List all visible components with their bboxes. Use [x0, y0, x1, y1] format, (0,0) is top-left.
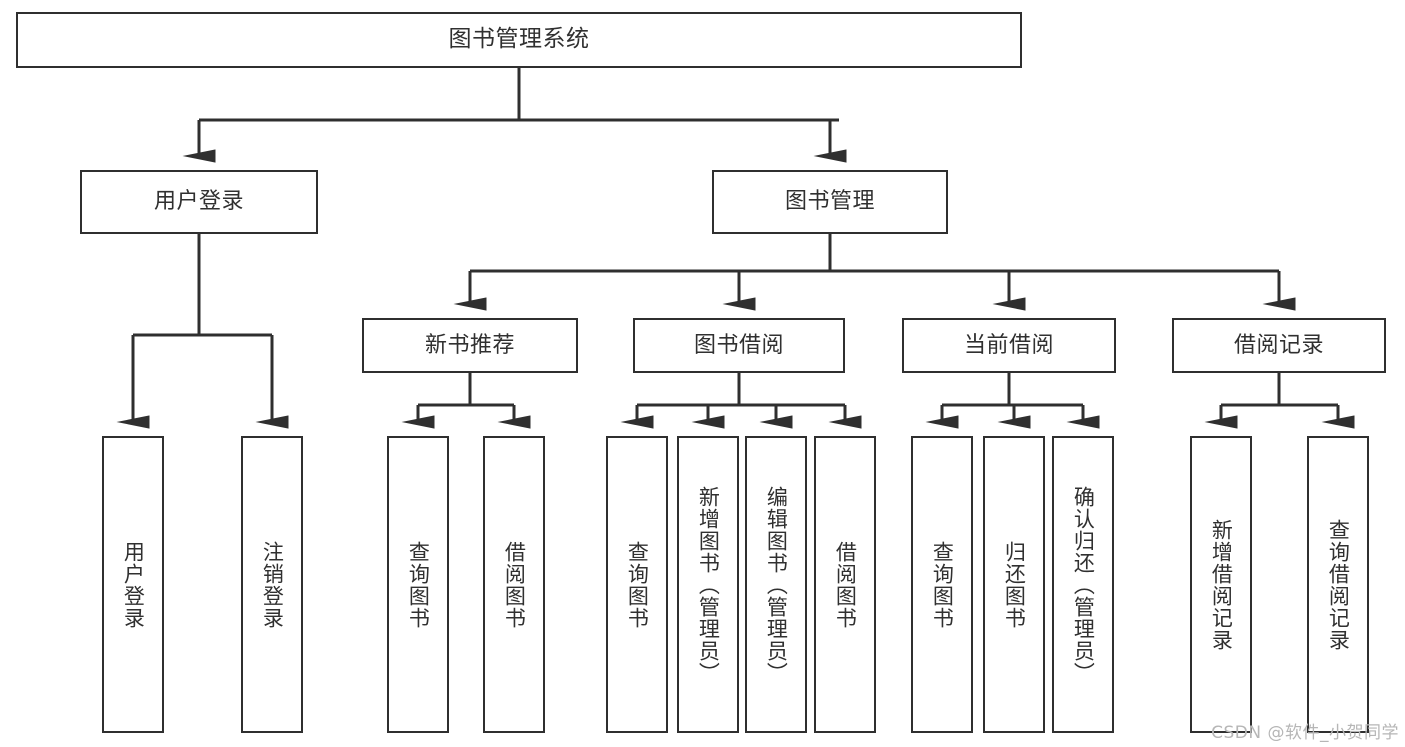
node-book-management-label: 图书管理	[784, 189, 875, 215]
leaf-borrow-book[interactable]: 借阅图书	[814, 436, 876, 733]
leaf-borrow-book-newbook[interactable]: 借阅图书	[483, 436, 545, 733]
node-root-label: 图书管理系统	[448, 26, 590, 53]
node-new-book-recommend[interactable]: 新书推荐	[362, 318, 578, 373]
node-book-borrow-label: 图书借阅	[693, 332, 784, 358]
leaf-borrow-book-newbook-label: 借阅图书	[502, 540, 527, 629]
leaf-return-book-label: 归还图书	[1002, 540, 1027, 629]
leaf-user-login-label: 用户登录	[121, 540, 146, 629]
leaf-user-logout[interactable]: 注销登录	[241, 436, 303, 733]
leaf-borrow-book-label: 借阅图书	[833, 540, 858, 629]
node-book-management[interactable]: 图书管理	[712, 170, 948, 234]
leaf-query-borrow-record[interactable]: 查询借阅记录	[1307, 436, 1369, 733]
node-root[interactable]: 图书管理系统	[16, 12, 1022, 68]
node-current-borrow[interactable]: 当前借阅	[902, 318, 1116, 373]
leaf-confirm-return-admin-label: 确认归还（管理员）	[1071, 485, 1096, 684]
leaf-query-book-newbook-label: 查询图书	[406, 540, 431, 629]
leaf-confirm-return-admin[interactable]: 确认归还（管理员）	[1052, 436, 1114, 733]
leaf-add-book-admin-label: 新增图书（管理员）	[696, 485, 721, 684]
leaf-edit-book-admin[interactable]: 编辑图书（管理员）	[745, 436, 807, 733]
node-borrow-records[interactable]: 借阅记录	[1172, 318, 1386, 373]
leaf-add-borrow-record-label: 新增借阅记录	[1209, 518, 1234, 651]
node-user-login[interactable]: 用户登录	[80, 170, 318, 234]
node-book-borrow[interactable]: 图书借阅	[633, 318, 845, 373]
node-user-login-label: 用户登录	[153, 189, 244, 215]
leaf-query-book-current-label: 查询图书	[930, 540, 955, 629]
leaf-query-book-newbook[interactable]: 查询图书	[387, 436, 449, 733]
node-new-book-recommend-label: 新书推荐	[424, 332, 515, 358]
leaf-edit-book-admin-label: 编辑图书（管理员）	[764, 485, 789, 684]
leaf-add-borrow-record[interactable]: 新增借阅记录	[1190, 436, 1252, 733]
leaf-add-book-admin[interactable]: 新增图书（管理员）	[677, 436, 739, 733]
leaf-query-borrow-record-label: 查询借阅记录	[1326, 518, 1351, 651]
leaf-query-book-current[interactable]: 查询图书	[911, 436, 973, 733]
node-borrow-records-label: 借阅记录	[1233, 332, 1324, 358]
node-current-borrow-label: 当前借阅	[963, 332, 1054, 358]
leaf-query-book-borrow[interactable]: 查询图书	[606, 436, 668, 733]
watermark: CSDN @软件_小贺同学	[1211, 723, 1399, 743]
leaf-return-book[interactable]: 归还图书	[983, 436, 1045, 733]
leaf-user-logout-label: 注销登录	[260, 540, 285, 629]
leaf-user-login[interactable]: 用户登录	[102, 436, 164, 733]
leaf-query-book-borrow-label: 查询图书	[625, 540, 650, 629]
